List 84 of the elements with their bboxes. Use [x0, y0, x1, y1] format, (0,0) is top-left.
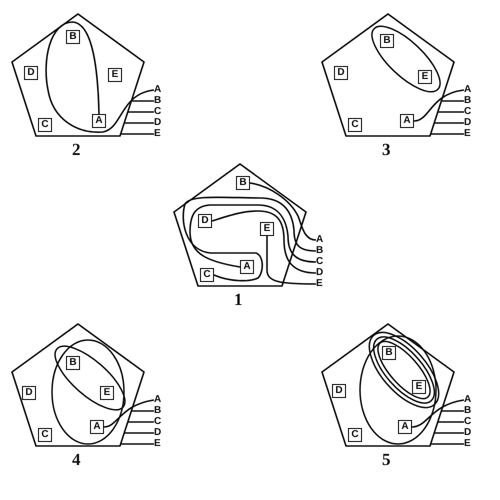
terminal-label: E	[154, 439, 161, 449]
terminal-label: B	[464, 406, 472, 416]
letter-box: A	[92, 114, 106, 128]
lead-line	[430, 133, 464, 135]
letter-box: D	[198, 214, 212, 228]
letter-box: B	[66, 356, 80, 370]
letter-box: E	[108, 68, 122, 82]
lead-line	[441, 410, 464, 412]
terminal-label: D	[154, 428, 162, 438]
wire-line	[414, 89, 464, 122]
panel-number: 5	[382, 451, 390, 468]
panel-number: 3	[382, 141, 390, 158]
letter-box: E	[412, 380, 426, 394]
terminal-label: B	[464, 96, 472, 106]
letter-box: A	[398, 420, 412, 434]
letter-box: C	[348, 428, 362, 442]
wire-line	[212, 210, 316, 274]
letter-box: C	[348, 118, 362, 132]
lead-line	[128, 421, 154, 423]
terminal-label: C	[464, 107, 472, 117]
wire-line	[266, 236, 316, 285]
letter-box: A	[400, 114, 414, 128]
letter-box: E	[100, 386, 114, 400]
terminal-label: E	[464, 439, 471, 449]
terminal-label: A	[154, 85, 162, 95]
terminal-label: C	[464, 417, 472, 427]
lead-line	[131, 410, 154, 412]
letter-box: C	[200, 268, 214, 282]
wire-line	[182, 196, 316, 282]
lead-line	[438, 421, 464, 423]
lead-line	[441, 100, 464, 102]
terminal-label: C	[316, 257, 324, 267]
letter-box: D	[22, 386, 36, 400]
letter-box: B	[66, 30, 80, 44]
terminal-label: D	[316, 268, 324, 278]
lead-line	[430, 443, 464, 445]
lead-line	[434, 432, 464, 434]
lead-line	[124, 432, 154, 434]
wire-line	[412, 399, 464, 428]
wire-line	[189, 204, 316, 268]
lead-line	[434, 122, 464, 124]
lead-line	[438, 111, 464, 113]
letter-box: E	[260, 222, 274, 236]
pentagon-outline	[318, 320, 458, 450]
terminal-label: E	[464, 129, 471, 139]
terminal-label: A	[464, 85, 472, 95]
letter-box: B	[382, 346, 396, 360]
terminal-label: A	[154, 395, 162, 405]
panel-number: 4	[72, 451, 80, 468]
lead-line	[120, 133, 154, 135]
letter-box: B	[380, 34, 394, 48]
panel-number: 2	[72, 141, 80, 158]
letter-box: D	[332, 384, 346, 398]
terminal-label: A	[464, 395, 472, 405]
letter-box: C	[38, 118, 52, 132]
terminal-label: C	[154, 417, 162, 427]
lead-line	[124, 122, 154, 124]
pentagon-outline	[170, 160, 310, 290]
panel-number: 1	[234, 291, 242, 308]
letter-box: D	[334, 66, 348, 80]
lead-line	[128, 111, 154, 113]
letter-box: A	[240, 260, 254, 274]
letter-box: B	[236, 176, 250, 190]
terminal-label: B	[154, 96, 162, 106]
terminal-label: E	[316, 279, 323, 289]
pentagon-outline	[8, 320, 148, 450]
terminal-label: D	[464, 428, 472, 438]
letter-box: E	[418, 70, 432, 84]
lead-line	[120, 443, 154, 445]
letter-box: D	[24, 66, 38, 80]
wire-line	[250, 182, 316, 241]
terminal-label: B	[154, 406, 162, 416]
letter-box: A	[90, 420, 104, 434]
terminal-label: D	[464, 118, 472, 128]
terminal-label: E	[154, 129, 161, 139]
letter-box: C	[38, 428, 52, 442]
terminal-label: B	[316, 246, 324, 256]
pentagon-outline	[318, 10, 458, 140]
lead-line	[131, 100, 154, 102]
terminal-label: A	[316, 235, 324, 245]
terminal-label: D	[154, 118, 162, 128]
terminal-label: C	[154, 107, 162, 117]
pentagon-outline	[8, 10, 148, 140]
wire-line	[104, 399, 154, 428]
